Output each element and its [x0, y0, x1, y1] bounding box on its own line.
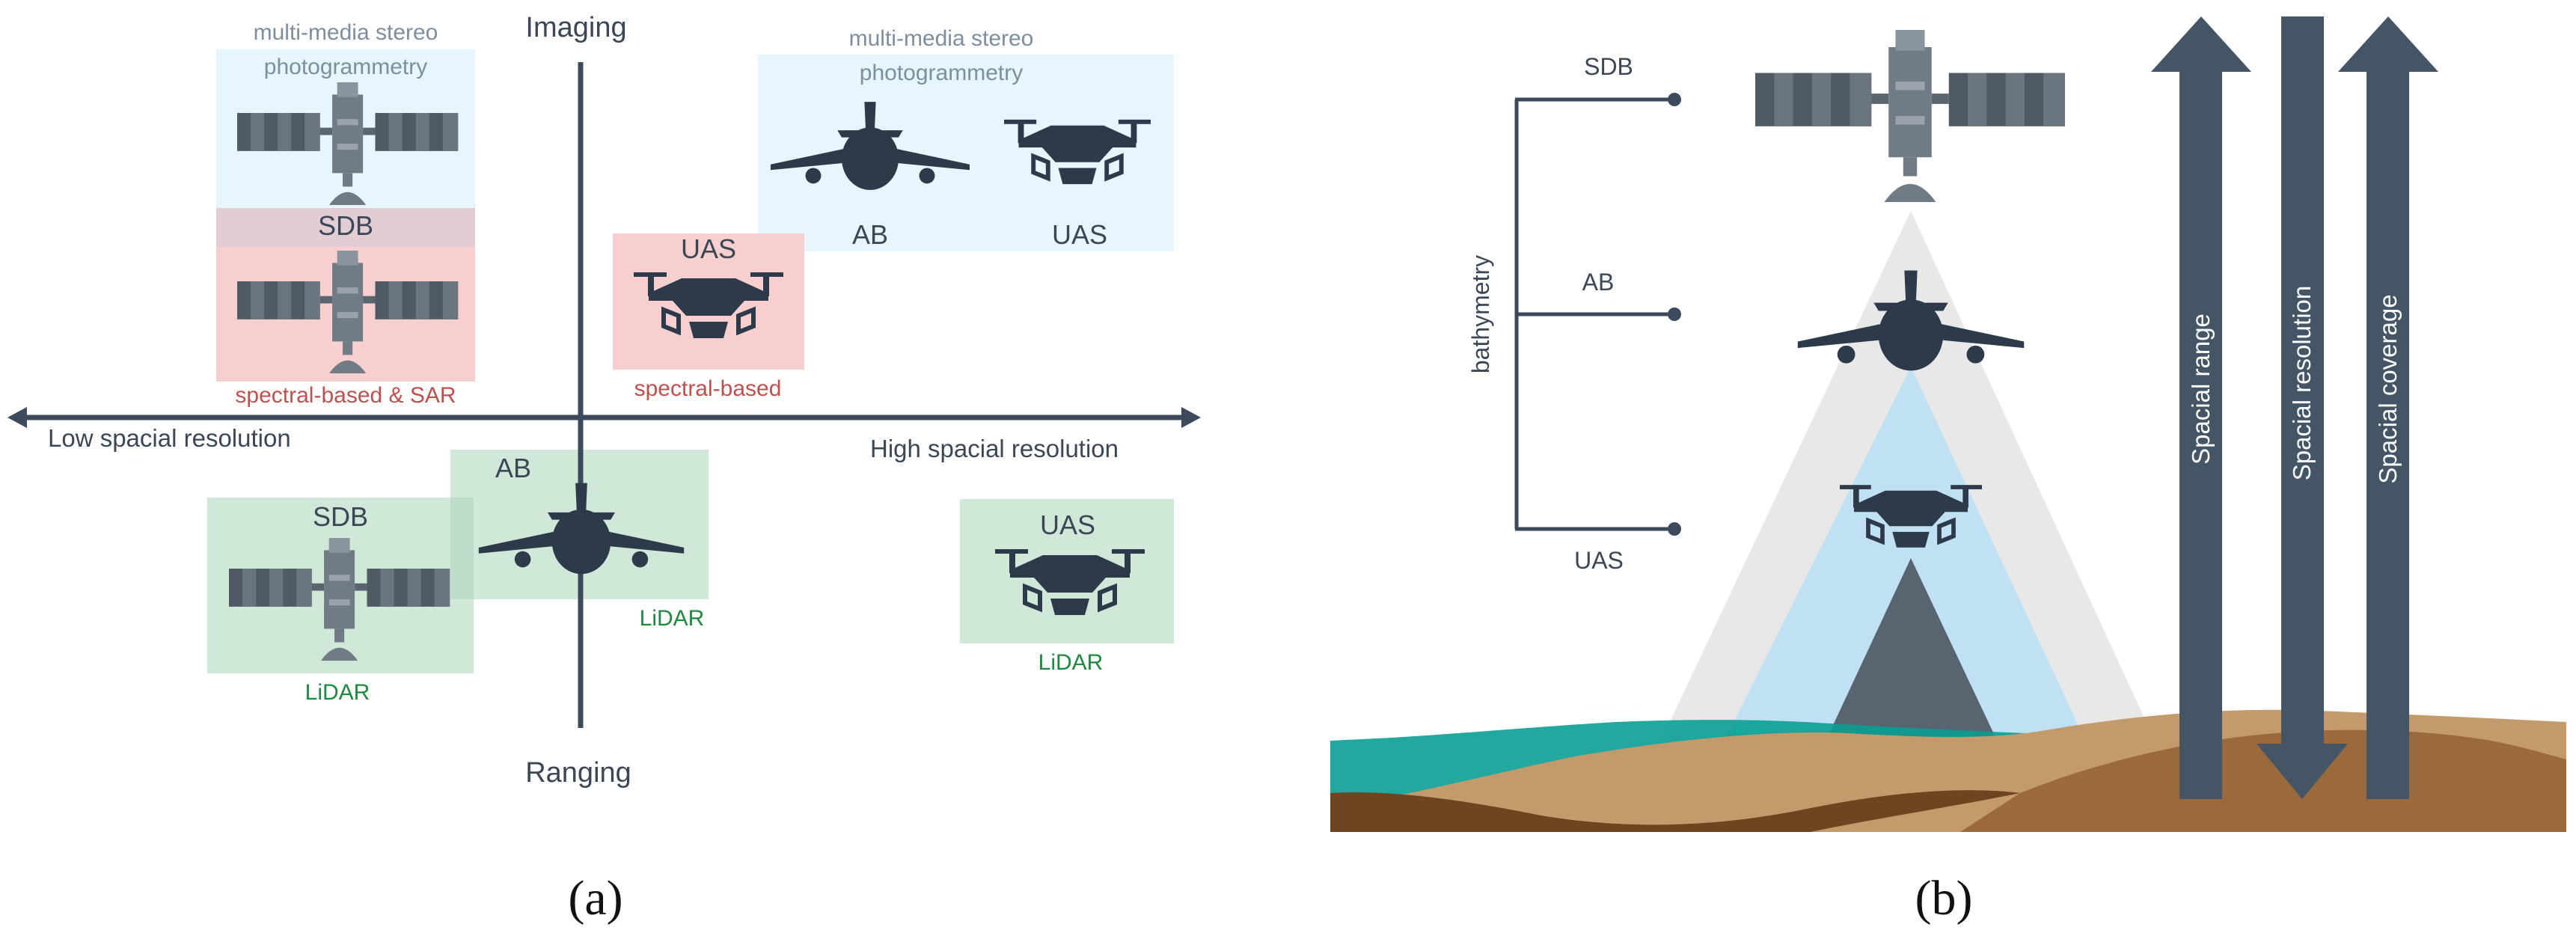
beam-airplane — [1721, 367, 2089, 748]
platform-label-uas: UAS — [1040, 510, 1095, 540]
caption-b: (b) — [1915, 871, 1973, 926]
axis-label-imaging: Imaging — [525, 12, 626, 43]
terrain-soil — [1960, 729, 2566, 832]
bathymetry-bracket — [1514, 93, 1681, 536]
platform-label-ab: AB — [852, 219, 888, 250]
arrow-right-icon — [1181, 407, 1201, 428]
panel-b: bathymetry SDB AB UAS Spacial range Spac… — [1330, 16, 2566, 926]
panel-a: Imaging Ranging Low spacial resolution H… — [7, 12, 1201, 926]
caption-stereo-left-1: multi-media stereo — [254, 20, 438, 45]
box-lidar-ab-overlap — [450, 498, 474, 599]
note-lidar: LiDAR — [640, 606, 705, 631]
arrow-spacial-coverage — [2338, 16, 2438, 799]
note-lidar: LiDAR — [1038, 650, 1104, 675]
bracket-label-bathymetry: bathymetry — [1467, 255, 1494, 373]
arrow-spacial-range — [2151, 16, 2251, 799]
axis-label-ranging: Ranging — [525, 757, 631, 789]
arrow-spacial-resolution — [2257, 16, 2348, 799]
level-label-sdb: SDB — [1584, 53, 1633, 80]
arrow-label-spacial-resolution: Spacial resolution — [2288, 286, 2316, 481]
platform-label-uas: UAS — [1052, 219, 1107, 250]
airplane-icon — [1797, 270, 2025, 371]
note-spectral-sar: spectral-based & SAR — [235, 383, 456, 408]
caption-stereo-left-2: photogrammetry — [264, 55, 427, 79]
arrow-label-spacial-coverage: Spacial coverage — [2374, 294, 2402, 483]
level-label-uas: UAS — [1574, 547, 1624, 574]
box-sdb-sar-band — [216, 208, 475, 247]
note-lidar: LiDAR — [305, 680, 370, 705]
axis-label-high-resolution: High spacial resolution — [870, 435, 1119, 462]
arrow-label-spacial-range: Spacial range — [2187, 313, 2215, 465]
axis-label-low-resolution: Low spacial resolution — [48, 424, 291, 452]
terrain-dark-soil — [1330, 790, 2020, 832]
platform-label-uas: UAS — [681, 233, 736, 264]
arrow-left-icon — [7, 407, 27, 428]
platform-label-sdb: SDB — [318, 210, 373, 241]
note-spectral-based: spectral-based — [634, 376, 782, 401]
caption-stereo-right-1: multi-media stereo — [849, 26, 1034, 51]
satellite-icon — [1755, 30, 2065, 202]
caption-a: (a) — [568, 871, 622, 926]
caption-stereo-right-2: photogrammetry — [860, 61, 1023, 85]
level-label-ab: AB — [1582, 269, 1615, 296]
platform-label-sdb: SDB — [313, 501, 368, 532]
platform-label-ab: AB — [495, 453, 531, 483]
